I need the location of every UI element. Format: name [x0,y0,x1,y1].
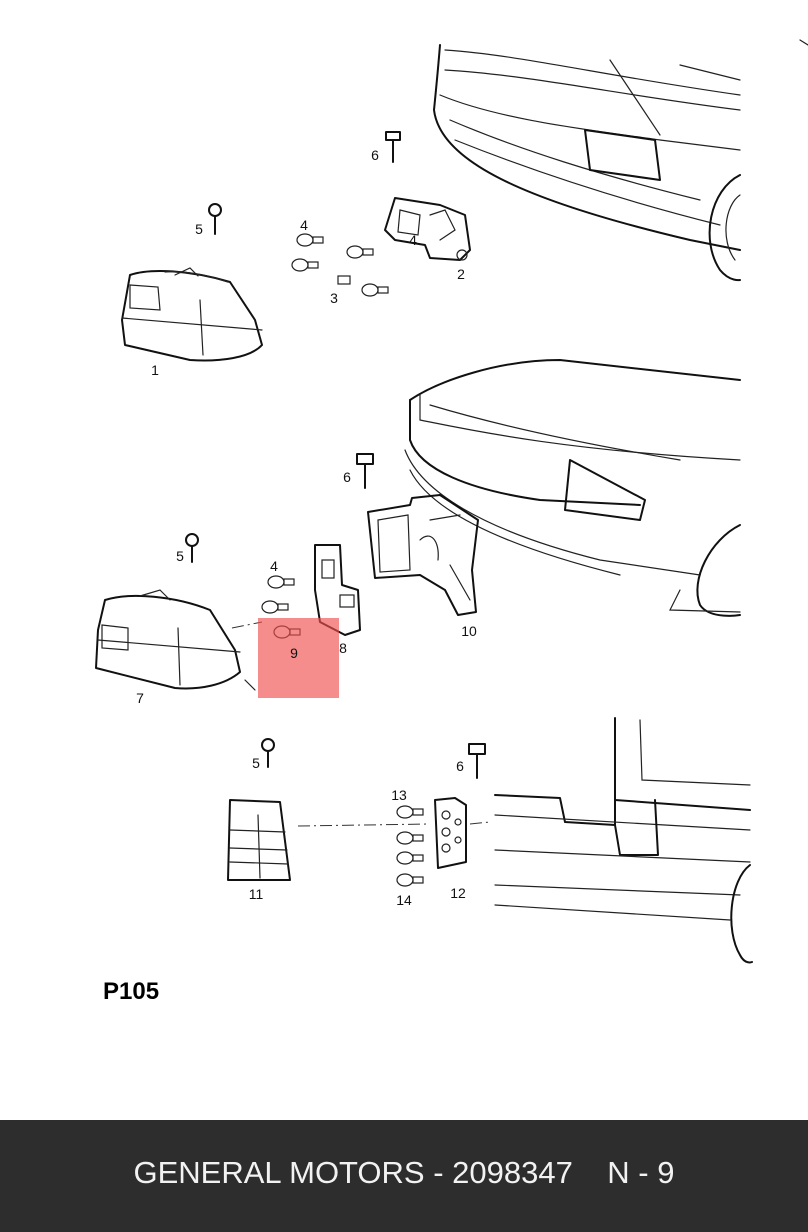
callout-9: 9 [290,645,298,661]
screws-middle [185,453,374,563]
bulb-holder-12 [434,797,467,869]
callout-1: 1 [151,362,159,378]
callout-4-top: 4 [300,217,308,233]
car-rear-top [433,39,808,282]
callout-2: 2 [457,266,465,282]
bulbs-top-group [291,233,389,297]
car-rear-bottom [494,717,753,964]
screws-bottom [261,738,486,779]
bulb-holder-8 [314,544,361,636]
screws-top [208,131,401,235]
highlight-part-9 [258,618,339,698]
footer-text: GENERAL MOTORS - 2098347 N - 9 [133,1155,675,1190]
bulb-holder-2 [384,197,471,261]
callout-11: 11 [248,886,264,902]
callout-6-middle: 6 [343,469,351,485]
bulbs-bottom-group [396,805,424,887]
callout-4-holder: 4 [409,232,417,248]
callout-6-top: 6 [371,147,379,163]
callout-5-bottom: 5 [252,755,260,771]
callout-12: 12 [450,885,466,901]
callout-4-middle: 4 [270,558,278,574]
callout-6-bottom: 6 [456,758,464,774]
trim-panel-10 [367,494,479,616]
diagram-drawing [95,39,808,964]
callout-7: 7 [136,690,144,706]
tail-lamp-7 [95,589,256,691]
callout-8: 8 [339,640,347,656]
tail-lamp-11 [227,799,291,881]
car-rear-middle [404,359,741,617]
page-code: P105 [103,978,160,1005]
footer-bar: GENERAL MOTORS - 2098347 N - 9 [0,1120,808,1232]
callout-14: 14 [396,892,412,908]
callout-10: 10 [461,623,477,639]
callout-5-middle: 5 [176,548,184,564]
callout-13: 13 [391,787,407,803]
callout-5-top: 5 [195,221,203,237]
tail-lamp-1 [121,267,263,362]
parts-diagram: 1 2 3 4 4 4 5 5 5 6 6 6 7 8 9 10 11 12 1… [95,39,808,1005]
callout-3: 3 [330,290,338,306]
